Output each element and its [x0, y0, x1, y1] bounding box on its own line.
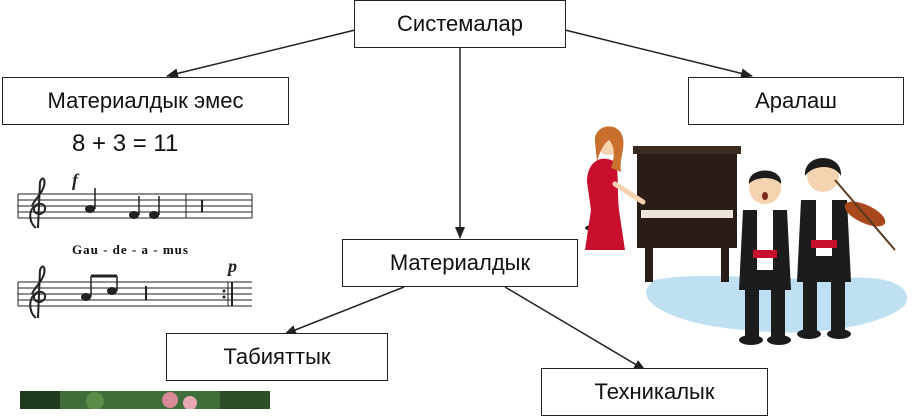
dynamic-forte: f	[72, 172, 80, 190]
music-staff-bottom: p	[17, 256, 252, 319]
node-non-material: Материалдык эмес	[2, 77, 289, 125]
piano	[637, 150, 737, 248]
node-natural: Табияттык	[166, 333, 388, 381]
song-lyric: Gau - de - a - mus	[72, 242, 189, 257]
arrow-material-to-natural	[284, 286, 405, 335]
nature-photo	[20, 391, 270, 409]
equation-example: 8 + 3 = 11	[72, 130, 179, 157]
arrow-root-to-mixed	[564, 29, 753, 79]
arrow-root-to-non-material	[166, 29, 356, 79]
node-mixed: Аралаш	[688, 77, 904, 125]
dynamic-piano: p	[226, 256, 237, 276]
arrow-material-to-technical	[504, 286, 646, 371]
node-technical: Техникалык	[541, 368, 768, 416]
node-material: Материалдык	[342, 239, 578, 287]
musicians-illustration	[585, 126, 907, 345]
node-root: Системалар	[354, 0, 566, 48]
music-staff-top: f	[17, 172, 253, 229]
red-dress	[585, 158, 625, 250]
